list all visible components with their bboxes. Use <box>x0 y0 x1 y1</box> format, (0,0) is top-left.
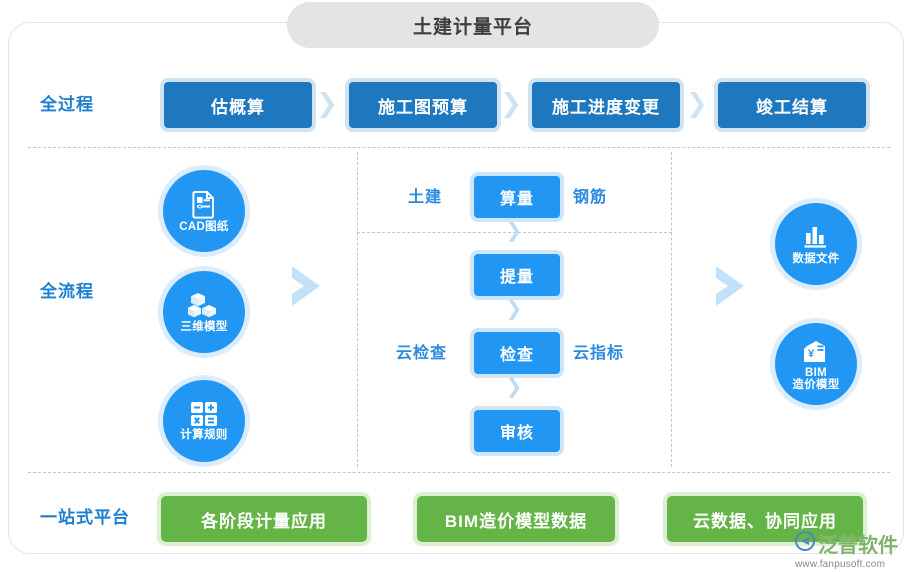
chevron-right-icon: ❯ <box>316 88 338 118</box>
platform-item-cloud-collab[interactable]: 云数据、协同应用 <box>663 492 867 546</box>
center-step-suanliang[interactable]: 算量 <box>470 172 564 222</box>
output-node-label: 数据文件 <box>792 253 840 265</box>
input-node-label: 三维模型 <box>180 321 228 333</box>
chevron-right-big-icon <box>288 260 328 312</box>
center-step-shenhe[interactable]: 审核 <box>470 406 564 456</box>
chevron-right-big-icon <box>712 260 752 312</box>
output-node-label2: 造价模型 <box>792 379 840 391</box>
center-side-label-yunzhibiao: 云指标 <box>573 345 625 362</box>
input-node-label: 计算规则 <box>180 429 228 441</box>
row-label-process: 全过程 <box>40 95 94 114</box>
process-stage-jungongjiesuan[interactable]: 竣工结算 <box>714 78 870 132</box>
section-divider-bottom <box>28 472 890 473</box>
svg-text:¥: ¥ <box>808 348 815 360</box>
process-stage-gugaisuan[interactable]: 估概算 <box>160 78 316 132</box>
calculator-icon <box>189 401 219 427</box>
chevron-down-icon: ❯ <box>505 376 523 398</box>
output-node-data-file[interactable]: 数据文件 <box>775 203 857 285</box>
center-step-jiancha[interactable]: 检查 <box>470 328 564 378</box>
input-node-label: CAD图纸 <box>179 221 229 233</box>
center-flow-panel <box>357 152 672 467</box>
center-step-tiliang[interactable]: 提量 <box>470 250 564 300</box>
chevron-down-icon: ❯ <box>505 220 523 242</box>
row-label-flow: 全流程 <box>40 282 94 301</box>
3d-model-icon <box>187 291 220 319</box>
cad-drawing-icon <box>189 189 219 219</box>
process-stage-shigongtuyusuan[interactable]: 施工图预算 <box>345 78 501 132</box>
bim-cost-model-icon: ¥ <box>801 337 831 365</box>
center-side-label-yunjiancha: 云检查 <box>396 345 448 362</box>
section-divider-top <box>28 147 890 148</box>
platform-item-bim-cost-data[interactable]: BIM造价模型数据 <box>413 492 619 546</box>
input-node-calc-rule[interactable]: 计算规则 <box>163 380 245 462</box>
input-node-cad[interactable]: CAD图纸 <box>163 170 245 252</box>
chevron-right-icon: ❯ <box>686 88 708 118</box>
center-side-label-gangjin: 钢筋 <box>573 189 608 206</box>
platform-item-stages-app[interactable]: 各阶段计量应用 <box>157 492 371 546</box>
page-title: 土建计量平台 <box>287 2 659 48</box>
input-node-3d-model[interactable]: 三维模型 <box>163 271 245 353</box>
process-stage-shigongjindubiangeng[interactable]: 施工进度变更 <box>528 78 684 132</box>
chevron-down-icon: ❯ <box>505 298 523 320</box>
center-side-label-tujian: 土建 <box>408 189 443 206</box>
bar-chart-file-icon <box>801 223 831 251</box>
output-node-label: BIM <box>805 367 827 379</box>
output-node-bim-cost-model[interactable]: ¥ BIM 造价模型 <box>775 323 857 405</box>
watermark-url: www.fanpusoft.com <box>795 558 886 570</box>
row-label-platform: 一站式平台 <box>40 508 130 527</box>
center-flow-divider <box>357 232 672 233</box>
chevron-right-icon: ❯ <box>500 88 522 118</box>
